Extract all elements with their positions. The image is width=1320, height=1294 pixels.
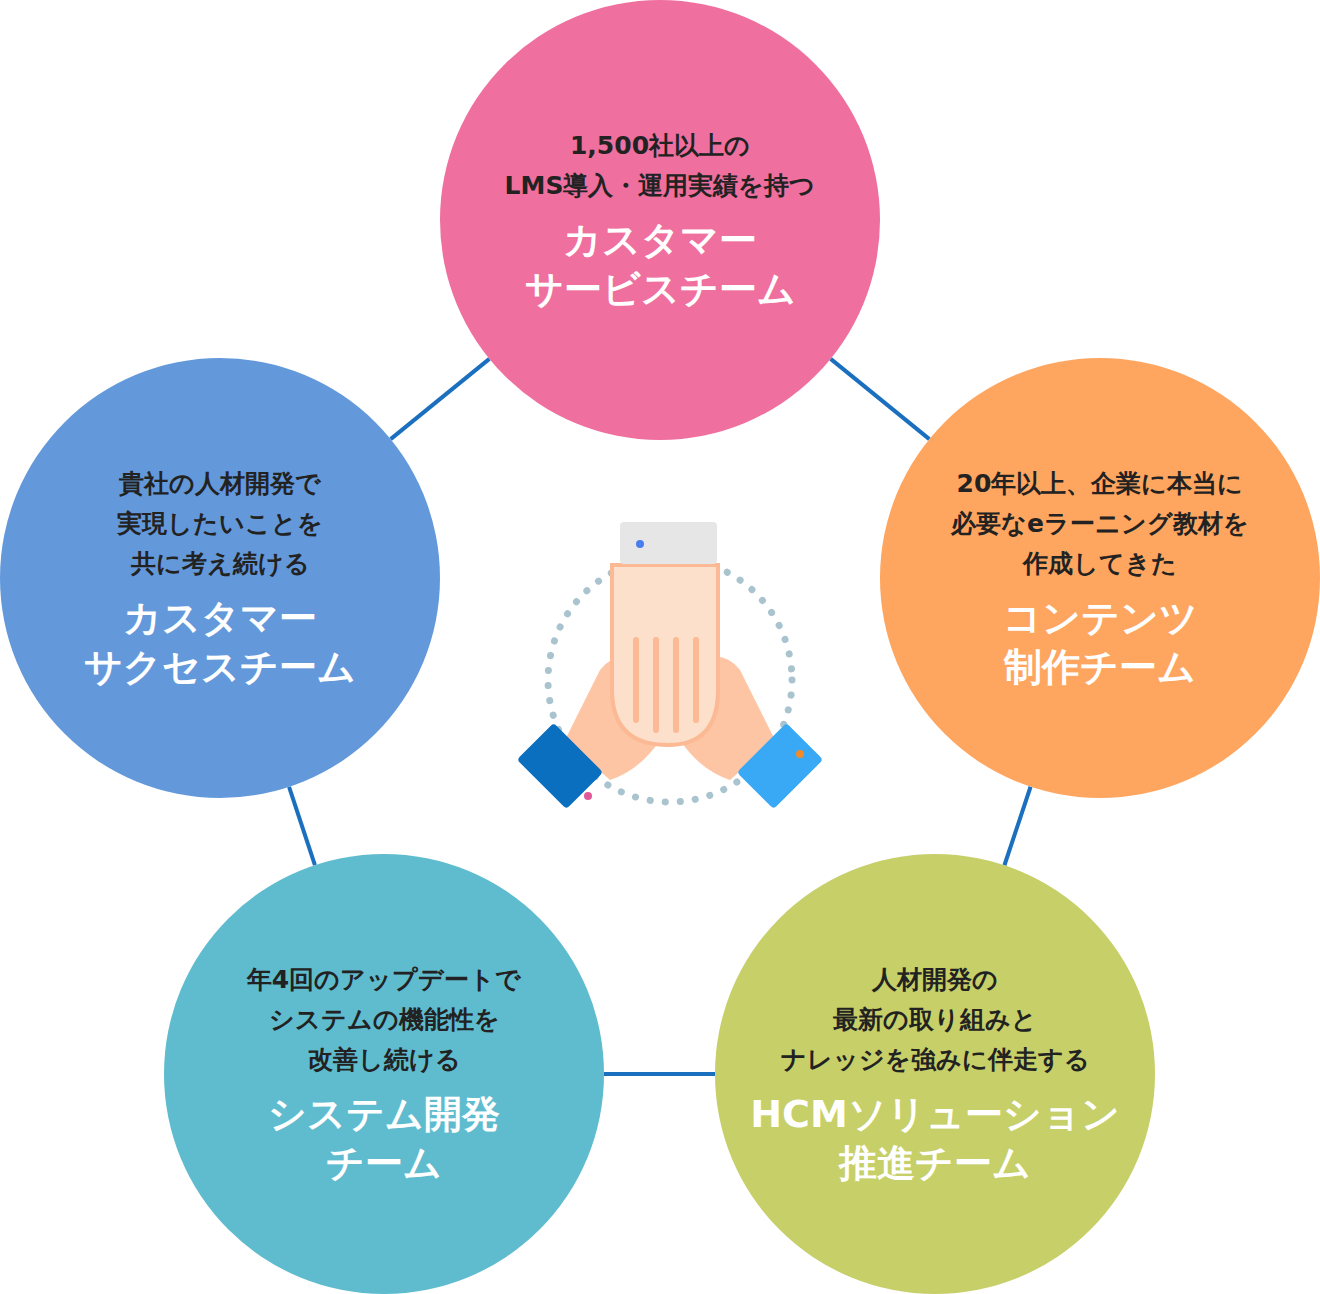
- button: [584, 792, 592, 800]
- top-sleeve: [620, 522, 717, 564]
- connector-line: [831, 359, 930, 439]
- team-description: 20年以上、企業に本当に 必要なeラーニング教材を 作成してきた: [948, 464, 1252, 584]
- button: [796, 750, 804, 758]
- team-circle: 人材開発の 最新の取り組みと ナレッジを強みに伴走する HCMソリューション 推進…: [715, 854, 1155, 1294]
- fingers: [636, 640, 696, 730]
- connector-line: [604, 1072, 715, 1076]
- team-circle: 1,500社以上の LMS導入・運用実績を持つカスタマー サービスチーム: [440, 0, 880, 440]
- connector-line: [1004, 787, 1030, 865]
- connector-line: [289, 787, 315, 865]
- team-circle: 貴社の人材開発で 実現したいことを 共に考え続けるカスタマー サクセスチーム: [0, 358, 440, 798]
- top-hand: [612, 565, 718, 745]
- team-description: 貴社の人材開発で 実現したいことを 共に考え続ける: [114, 464, 326, 584]
- team-name: コンテンツ 制作チーム: [1000, 594, 1201, 693]
- team-description: 年4回のアップデートで システムの機能性を 改善し続ける: [244, 960, 525, 1080]
- connector-line: [391, 359, 490, 439]
- button: [636, 540, 644, 548]
- team-description: 人材開発の 最新の取り組みと ナレッジを強みに伴走する: [778, 960, 1093, 1080]
- team-circle: 年4回のアップデートで システムの機能性を 改善し続けるシステム開発 チーム: [164, 854, 604, 1294]
- left-sleeve: [517, 723, 603, 809]
- team-circle: 20年以上、企業に本当に 必要なeラーニング教材を 作成してきたコンテンツ 制作…: [880, 358, 1320, 798]
- team-name: システム開発 チーム: [265, 1090, 503, 1189]
- team-description: 1,500社以上の LMS導入・運用実績を持つ: [502, 126, 819, 206]
- team-name: カスタマー サクセスチーム: [81, 594, 359, 693]
- team-name: カスタマー サービスチーム: [522, 216, 799, 315]
- team-name: HCMソリューション 推進チーム: [747, 1090, 1123, 1189]
- right-sleeve: [737, 723, 823, 809]
